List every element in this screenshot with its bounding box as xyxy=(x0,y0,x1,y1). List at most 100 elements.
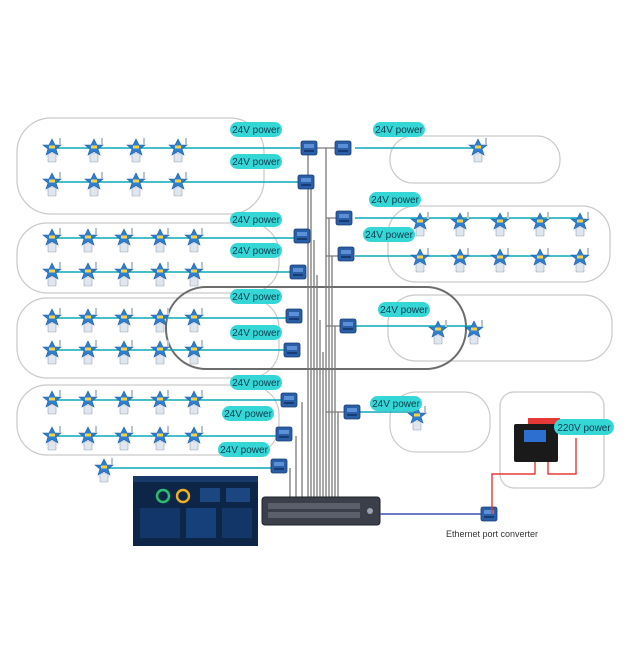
wireless-module-icon xyxy=(280,392,298,408)
wireless-module-icon xyxy=(275,426,293,442)
gas-detector-icon xyxy=(78,339,98,365)
power-24v-badge: 24V power xyxy=(363,227,415,242)
power-24v-badge: 24V power xyxy=(218,442,270,457)
gas-detector-icon xyxy=(570,247,590,273)
power-24v-label: 24V power xyxy=(365,230,413,241)
power-24v-label: 24V power xyxy=(372,399,420,410)
gas-detector-icon xyxy=(490,247,510,273)
gas-detector-icon xyxy=(126,137,146,163)
group-outline xyxy=(499,391,605,489)
power-24v-label: 24V power xyxy=(232,328,280,339)
gas-detector-icon xyxy=(410,247,430,273)
gas-detector-icon xyxy=(78,425,98,451)
power-24v-label: 24V power xyxy=(232,292,280,303)
gas-detector-icon xyxy=(94,457,114,483)
gas-detector-icon xyxy=(184,307,204,333)
power-220v-badge: 220V power xyxy=(554,419,614,435)
power-24v-label: 24V power xyxy=(371,195,419,206)
wireless-module-icon xyxy=(335,210,353,226)
gas-detector-icon xyxy=(450,247,470,273)
gas-detector-icon xyxy=(184,425,204,451)
group-outline xyxy=(389,135,561,184)
gas-detector-icon xyxy=(42,389,62,415)
gas-detector-icon xyxy=(184,261,204,287)
gas-detector-icon xyxy=(530,247,550,273)
gas-detector-icon xyxy=(428,319,448,345)
power-24v-label: 24V power xyxy=(232,378,280,389)
gas-detector-icon xyxy=(84,171,104,197)
gas-detector-icon xyxy=(114,261,134,287)
monitoring-dashboard-icon xyxy=(133,476,258,546)
gas-detector-icon xyxy=(450,211,470,237)
wireless-module-icon xyxy=(285,308,303,324)
converter-label: Ethernet port converter xyxy=(446,529,538,539)
power-box-icon xyxy=(514,418,560,462)
group-outline xyxy=(387,294,613,362)
power-24v-badge: 24V power xyxy=(369,192,421,207)
gas-detector-icon xyxy=(464,319,484,345)
group-outline xyxy=(389,391,491,453)
gas-detector-icon xyxy=(42,137,62,163)
gas-detector-icon xyxy=(114,389,134,415)
power-24v-label: 24V power xyxy=(375,125,423,136)
group-outline xyxy=(16,222,280,294)
gas-detector-icon xyxy=(490,211,510,237)
gas-detector-icon xyxy=(42,307,62,333)
gas-detector-icon xyxy=(42,227,62,253)
power-24v-badge: 24V power xyxy=(230,154,282,169)
power-24v-label: 24V power xyxy=(380,305,428,316)
gas-detector-icon xyxy=(78,261,98,287)
gas-detector-icon xyxy=(114,227,134,253)
gas-detector-icon xyxy=(84,137,104,163)
power-24v-label: 24V power xyxy=(232,157,280,168)
gas-detector-icon xyxy=(126,171,146,197)
gas-detector-icon xyxy=(150,389,170,415)
power-24v-badge: 24V power xyxy=(230,243,282,258)
gas-detector-icon xyxy=(78,389,98,415)
power-24v-badge: 24V power xyxy=(230,122,282,137)
gas-detector-icon xyxy=(184,227,204,253)
wireless-module-icon xyxy=(334,140,352,156)
gas-detector-icon xyxy=(42,261,62,287)
group-outline xyxy=(387,205,611,283)
power-24v-badge: 24V power xyxy=(230,375,282,390)
gas-detector-icon xyxy=(570,211,590,237)
wireless-module-icon xyxy=(297,174,315,190)
gas-detector-icon xyxy=(42,171,62,197)
gas-detector-icon xyxy=(150,339,170,365)
gas-detector-icon xyxy=(114,307,134,333)
wireless-module-icon xyxy=(270,458,288,474)
group-outline-highlight xyxy=(165,286,467,370)
gas-detector-icon xyxy=(184,339,204,365)
power-24v-label: 24V power xyxy=(232,125,280,136)
power-24v-badge: 24V power xyxy=(373,122,425,137)
gas-detector-icon xyxy=(530,211,550,237)
wireless-module-icon xyxy=(300,140,318,156)
gas-detector-icon xyxy=(150,425,170,451)
gas-detector-icon xyxy=(168,171,188,197)
wireless-module-icon xyxy=(337,246,355,262)
group-outline xyxy=(16,384,280,456)
gas-detector-icon xyxy=(42,425,62,451)
power-24v-badge: 24V power xyxy=(230,212,282,227)
power-220v-label: 220V power xyxy=(557,423,611,434)
gas-detector-icon xyxy=(150,261,170,287)
gas-detector-icon xyxy=(114,425,134,451)
wireless-module-icon xyxy=(343,404,361,420)
gas-detector-icon xyxy=(468,137,488,163)
power-24v-badge: 24V power xyxy=(378,302,430,317)
power-24v-label: 24V power xyxy=(224,409,272,420)
power-24v-badge: 24V power xyxy=(230,325,282,340)
wireless-module-icon xyxy=(289,264,307,280)
gas-detector-icon xyxy=(184,389,204,415)
gas-detector-icon xyxy=(150,227,170,253)
gas-detector-icon xyxy=(114,339,134,365)
power-24v-badge: 24V power xyxy=(370,396,422,411)
power-24v-label: 24V power xyxy=(232,215,280,226)
power-24v-label: 24V power xyxy=(220,445,268,456)
ethernet-converter-icon xyxy=(480,506,498,522)
wireless-module-icon xyxy=(339,318,357,334)
wireless-module-icon xyxy=(283,342,301,358)
gas-detector-icon xyxy=(78,307,98,333)
power-24v-label: 24V power xyxy=(232,246,280,257)
